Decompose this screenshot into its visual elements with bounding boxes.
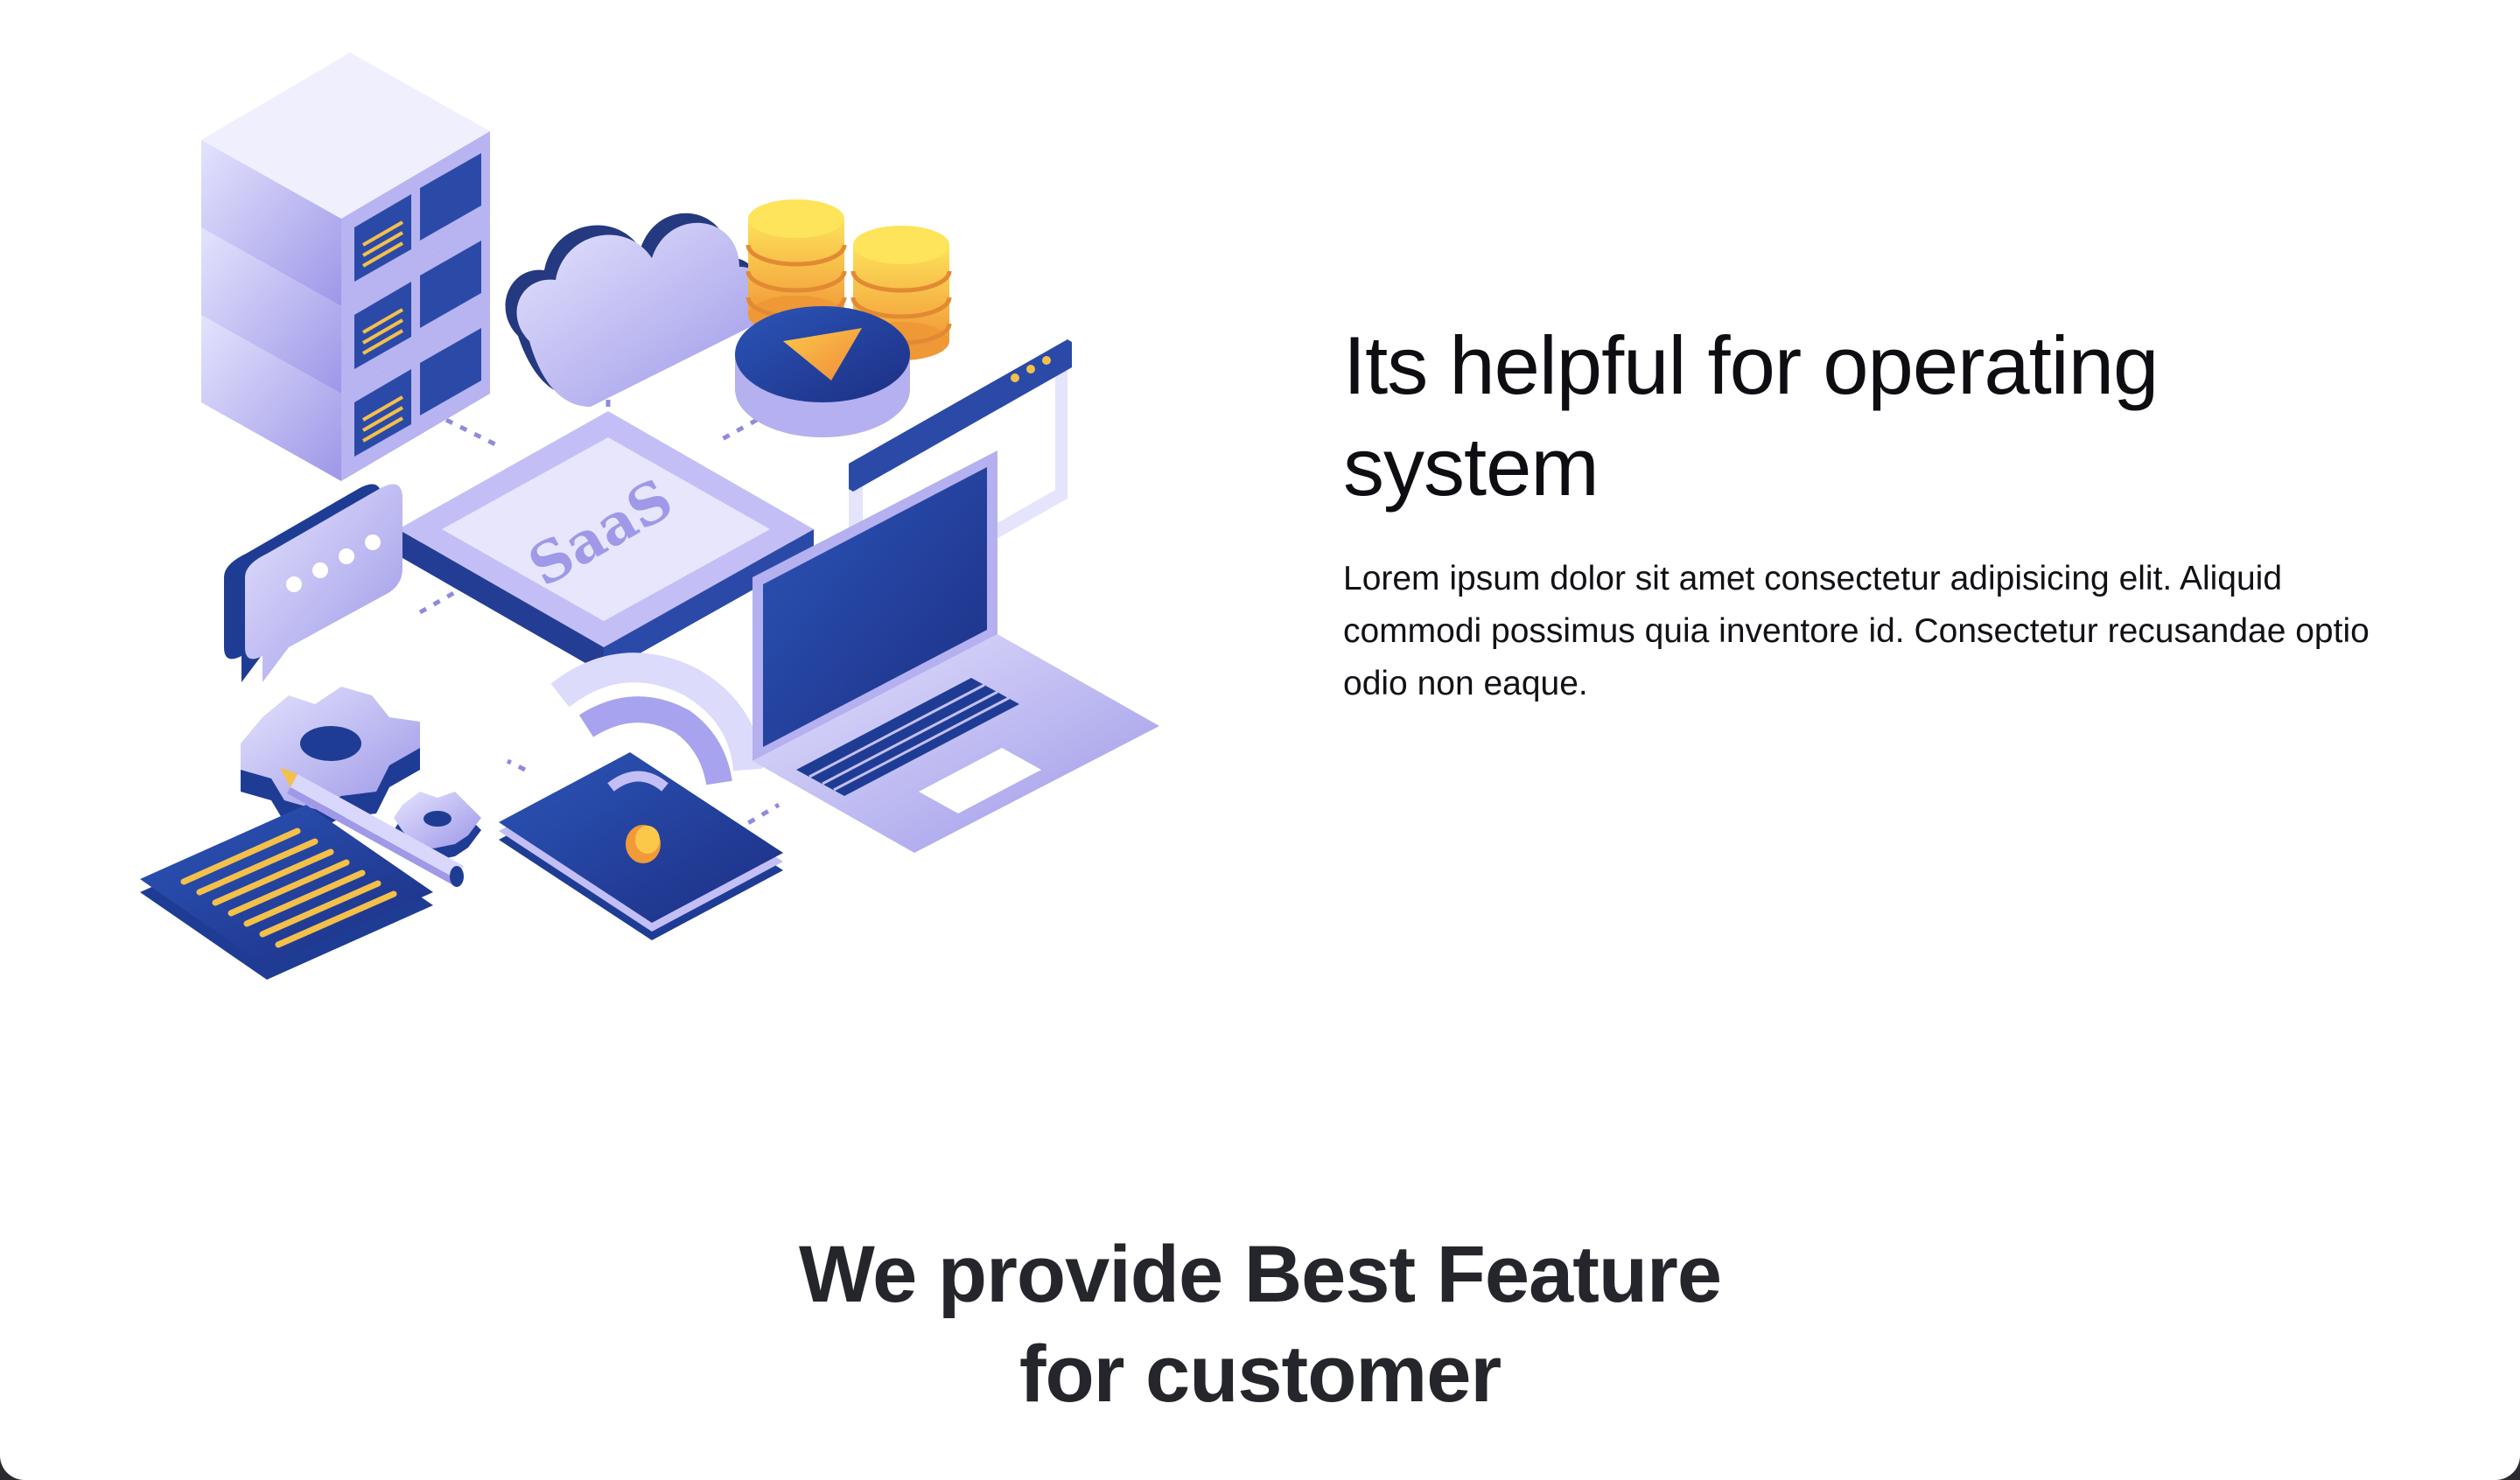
cloud-icon — [505, 213, 771, 407]
pencil-icon — [280, 768, 464, 887]
gear-icon — [241, 687, 481, 861]
chat-bubble-icon — [224, 484, 402, 682]
saas-illustration: SaaS — [131, 52, 1172, 997]
laptop-icon — [752, 450, 1159, 865]
section-heading-line-1: We provide Best Feature — [798, 1230, 1722, 1319]
section-heading-line-2: for customer — [1018, 1330, 1502, 1419]
play-button-icon — [735, 306, 910, 437]
smartphone-wifi-icon — [499, 653, 783, 940]
document-icon — [140, 805, 433, 980]
server-stack-icon — [201, 52, 490, 481]
feature-title: Its helpful for operating system — [1343, 319, 2159, 513]
section-heading: We provide Best Feature for customer — [0, 1225, 2520, 1424]
feature-description: Lorem ipsum dolor sit amet consectetur a… — [1343, 560, 2370, 702]
feature-text-block: Its helpful for operating system Lorem i… — [1343, 315, 2428, 710]
saas-chip: SaaS — [398, 411, 814, 674]
